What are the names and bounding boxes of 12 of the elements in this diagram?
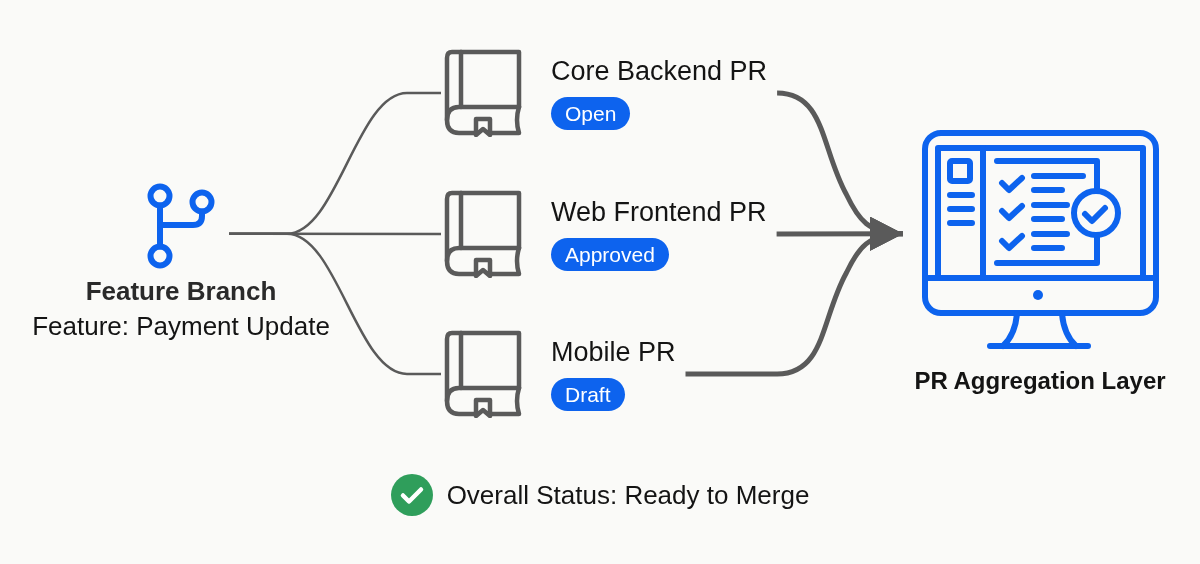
pull-request-title: Core Backend PR: [551, 55, 768, 87]
pull-request-title: Web Frontend PR: [551, 196, 767, 228]
status-badge: Draft: [551, 378, 625, 411]
pull-request-title: Mobile PR: [551, 336, 676, 368]
feature-description: Feature: Payment Update: [32, 310, 330, 342]
arrow: [685, 217, 904, 377]
status-text: Overall Status: Ready to Merge: [446, 479, 810, 512]
branch-label: Feature Branch: [85, 276, 277, 306]
status-badge: Open: [551, 97, 631, 130]
status-badge: Approved: [551, 238, 669, 271]
connector-line: [229, 232, 441, 376]
layer-label: PR Aggregation Layer: [914, 366, 1166, 396]
